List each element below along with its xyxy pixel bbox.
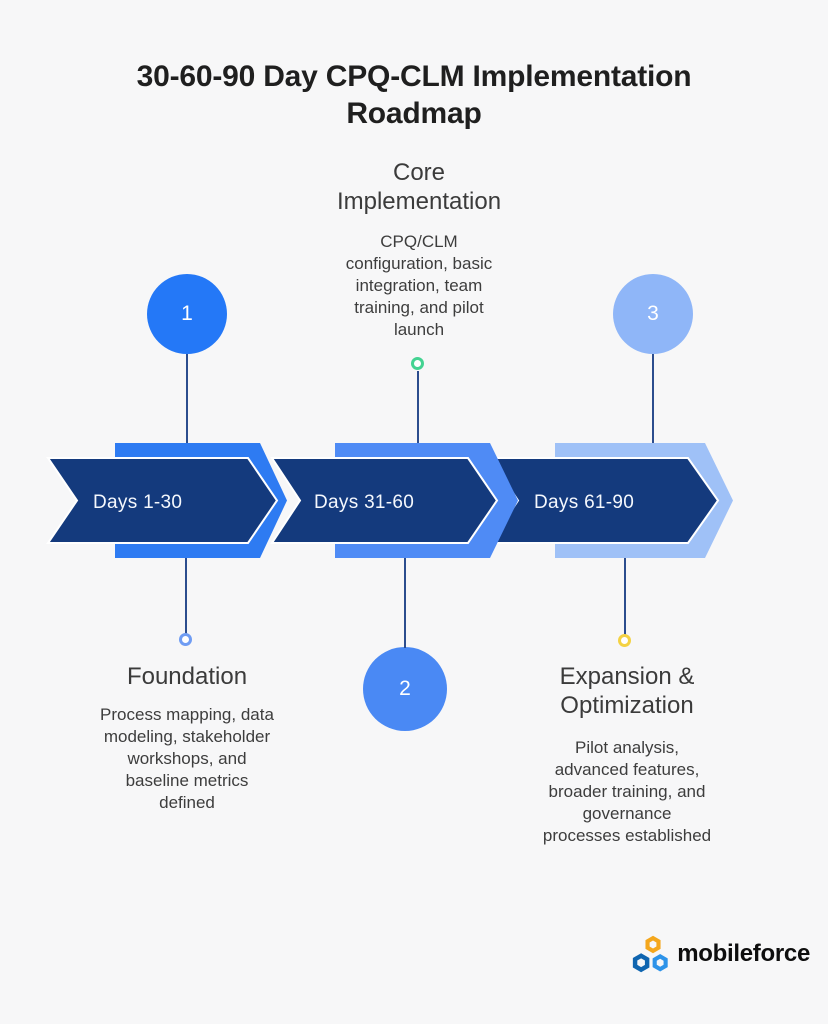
mobileforce-logo-icon [632, 935, 668, 973]
timeline-arrows [46, 443, 733, 558]
logo-hexagon-dark-blue [632, 953, 650, 973]
phase-1-number: 1 [181, 302, 193, 325]
phase-1-arrow [46, 457, 279, 544]
phase-2-marker-circle: 2 [363, 647, 447, 731]
connector-line [186, 354, 188, 458]
phase-3-arrow-label: Days 61-90 [534, 492, 635, 513]
brand-name: mobileforce [677, 940, 810, 967]
connector-line [185, 558, 187, 634]
phase-1-marker-circle: 1 [147, 274, 227, 354]
phase-3-number: 3 [647, 302, 659, 325]
connector-line [652, 354, 654, 458]
phase-2-arrow [270, 457, 499, 544]
yellow-endpoint-dot [618, 634, 631, 647]
phase-1-heading: Foundation [126, 663, 248, 690]
phase-3-marker-circle: 3 [613, 274, 693, 354]
phase-3-description: Pilot analysis, advanced features, broad… [542, 738, 712, 845]
blue-endpoint-dot [179, 633, 192, 646]
phase-2-number: 2 [399, 677, 411, 700]
phase-3-heading: Expansion & Optimization [559, 663, 695, 719]
connector-line [404, 558, 406, 648]
phase-1-description: Process mapping, data modeling, stakehol… [100, 705, 274, 812]
green-endpoint-dot [411, 357, 424, 370]
phase-2-heading: Core Implementation [336, 159, 502, 215]
connector-line [624, 558, 626, 635]
phase-2-description: CPQ/CLM configuration, basic integration… [345, 232, 493, 339]
connector-line [417, 371, 419, 443]
page-title: 30-60-90 Day CPQ-CLM Implementation Road… [136, 60, 692, 130]
mobileforce-logo: mobileforce [630, 926, 810, 982]
logo-hexagon-light-blue [652, 954, 668, 972]
phase-2-arrow-label: Days 31-60 [314, 492, 415, 513]
logo-hexagon-yellow [645, 935, 661, 954]
phase-1-arrow-label: Days 1-30 [93, 492, 183, 513]
